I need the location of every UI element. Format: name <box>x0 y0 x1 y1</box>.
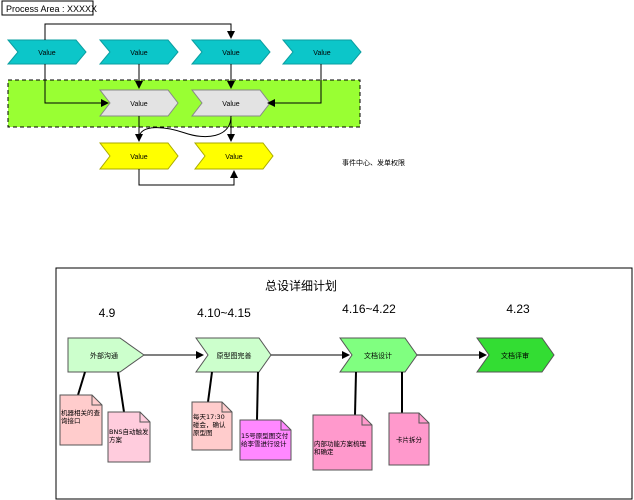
note-connectors <box>77 371 403 421</box>
process-area-label: Process Area : XXXXX <box>1 0 97 16</box>
note-4-text: 15号原型图交付给李雪进行设计 <box>241 432 289 448</box>
milestone-date-3: 4.16~4.22 <box>342 302 396 316</box>
note-prototype-delivery: 15号原型图交付给李雪进行设计 <box>239 419 292 461</box>
chevron-value-2-label: Value <box>130 50 147 57</box>
chevron-value-1[interactable]: Value <box>6 39 87 65</box>
chevron-value-3[interactable]: Value <box>190 39 271 65</box>
note-internal-function-plan: 内部功能方案梳理和确定 <box>312 414 373 471</box>
step-1-label: 外部沟通 <box>90 351 118 360</box>
chevron-value-3-label: Value <box>222 50 239 57</box>
chevron-value-5[interactable]: Value <box>98 89 179 117</box>
chevron-value-2[interactable]: Value <box>98 39 179 65</box>
step-3-label: 文档设计 <box>364 351 392 360</box>
chevron-value-4-label: Value <box>313 50 330 57</box>
plan-title: 总设详细计划 <box>265 278 337 293</box>
note-2-text: BNS自动触发方案 <box>109 428 149 444</box>
step-prototype-refine[interactable]: 原型图完善 <box>195 337 272 373</box>
note-1-text: 机器相关的查询接口 <box>61 409 100 425</box>
step-doc-review[interactable]: 文档评审 <box>476 337 555 373</box>
note-card-split: 卡片拆分 <box>388 412 430 466</box>
chevron-value-6[interactable]: Value <box>190 89 271 117</box>
milestone-date-2: 4.10~4.15 <box>197 306 251 320</box>
chevron-value-7[interactable]: Value <box>98 142 179 170</box>
top-connectors <box>44 23 322 186</box>
milestone-date-4: 4.23 <box>506 302 530 316</box>
note-bns-auto-trigger: BNS自动触发方案 <box>107 411 151 463</box>
process-area-text: Process Area : XXXXX <box>6 4 97 14</box>
note-6-text: 卡片拆分 <box>396 436 422 444</box>
note-3-text: 每天17:30碰会，确认原型图 <box>193 413 226 437</box>
note-daily-meeting: 每天17:30碰会，确认原型图 <box>191 401 233 451</box>
chevron-value-8[interactable]: Value <box>193 142 274 170</box>
step-4-label: 文档评审 <box>501 351 529 360</box>
note-5-text: 内部功能方案梳理和确定 <box>314 440 366 456</box>
milestone-date-1: 4.9 <box>99 306 116 320</box>
step-2-label: 原型图完善 <box>217 351 252 360</box>
step-doc-design[interactable]: 文档设计 <box>339 337 418 373</box>
chevron-value-1-label: Value <box>38 50 55 57</box>
note-machine-query-api: 机器相关的查询接口 <box>59 394 103 446</box>
chevron-value-6-label: Value <box>222 101 239 108</box>
chevron-value-4[interactable]: Value <box>281 39 362 65</box>
chevron-value-5-label: Value <box>130 101 147 108</box>
chevron-value-7-label: Value <box>130 154 147 161</box>
chevron-value-8-label: Value <box>225 154 242 161</box>
top-note: 事件中心、发单权限 <box>342 158 405 167</box>
step-external-communication[interactable]: 外部沟通 <box>67 337 145 373</box>
